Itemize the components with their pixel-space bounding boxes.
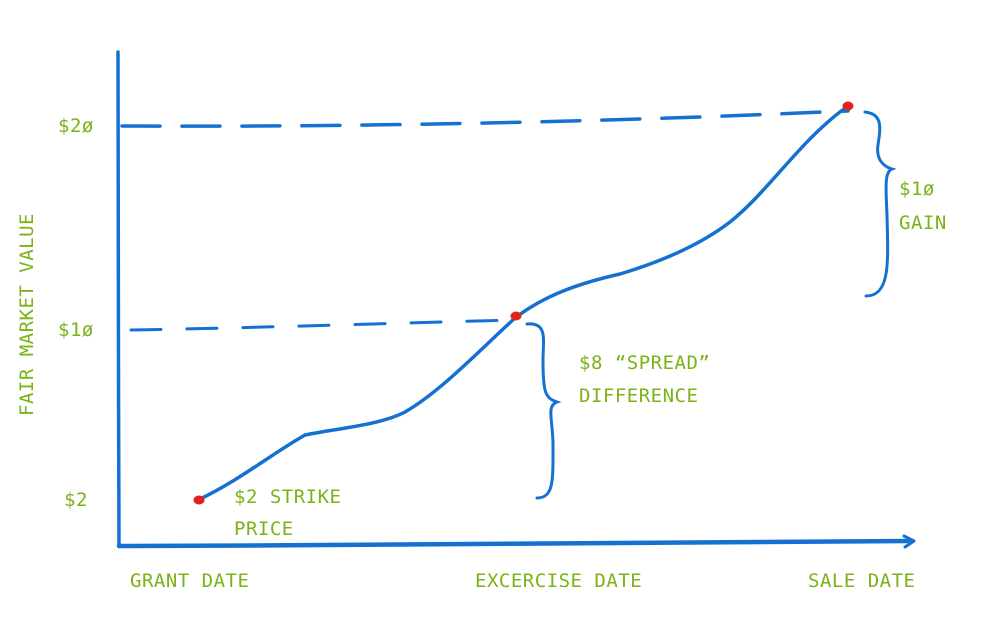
x-tick-label: GRANT DATE (130, 570, 249, 592)
x-tick-label: EXCERCISE DATE (475, 570, 642, 592)
data-point (510, 311, 522, 321)
spread-annotation-line: DIFFERENCE (579, 385, 698, 407)
guide-line-10 (129, 318, 517, 332)
strike-annotation-line: PRICE (234, 518, 294, 540)
gain-annotation-line: GAIN (899, 212, 947, 234)
gain-annotation-line: $1ø (899, 178, 935, 200)
y-tick-label: $2ø (58, 115, 94, 137)
x-axis (116, 538, 915, 549)
data-points (193, 101, 854, 505)
data-point (842, 101, 854, 111)
x-axis-arrowhead (902, 534, 916, 549)
spread-annotation-line: $8 “SPREAD” (579, 352, 710, 374)
y-tick-label: $2 (64, 489, 88, 511)
series-line (196, 104, 850, 502)
axes (116, 50, 916, 549)
spread-brace (525, 322, 562, 500)
x-tick-label: SALE DATE (808, 570, 915, 592)
gain-brace (863, 110, 897, 298)
guide-line-20 (120, 109, 850, 128)
y-axis-title: FAIR MARKET VALUE (16, 213, 38, 416)
strike-annotation-line: $2 STRIKE (234, 486, 341, 508)
data-point (193, 495, 205, 505)
y-axis (116, 50, 121, 548)
y-tick-label: $1ø (58, 319, 94, 341)
